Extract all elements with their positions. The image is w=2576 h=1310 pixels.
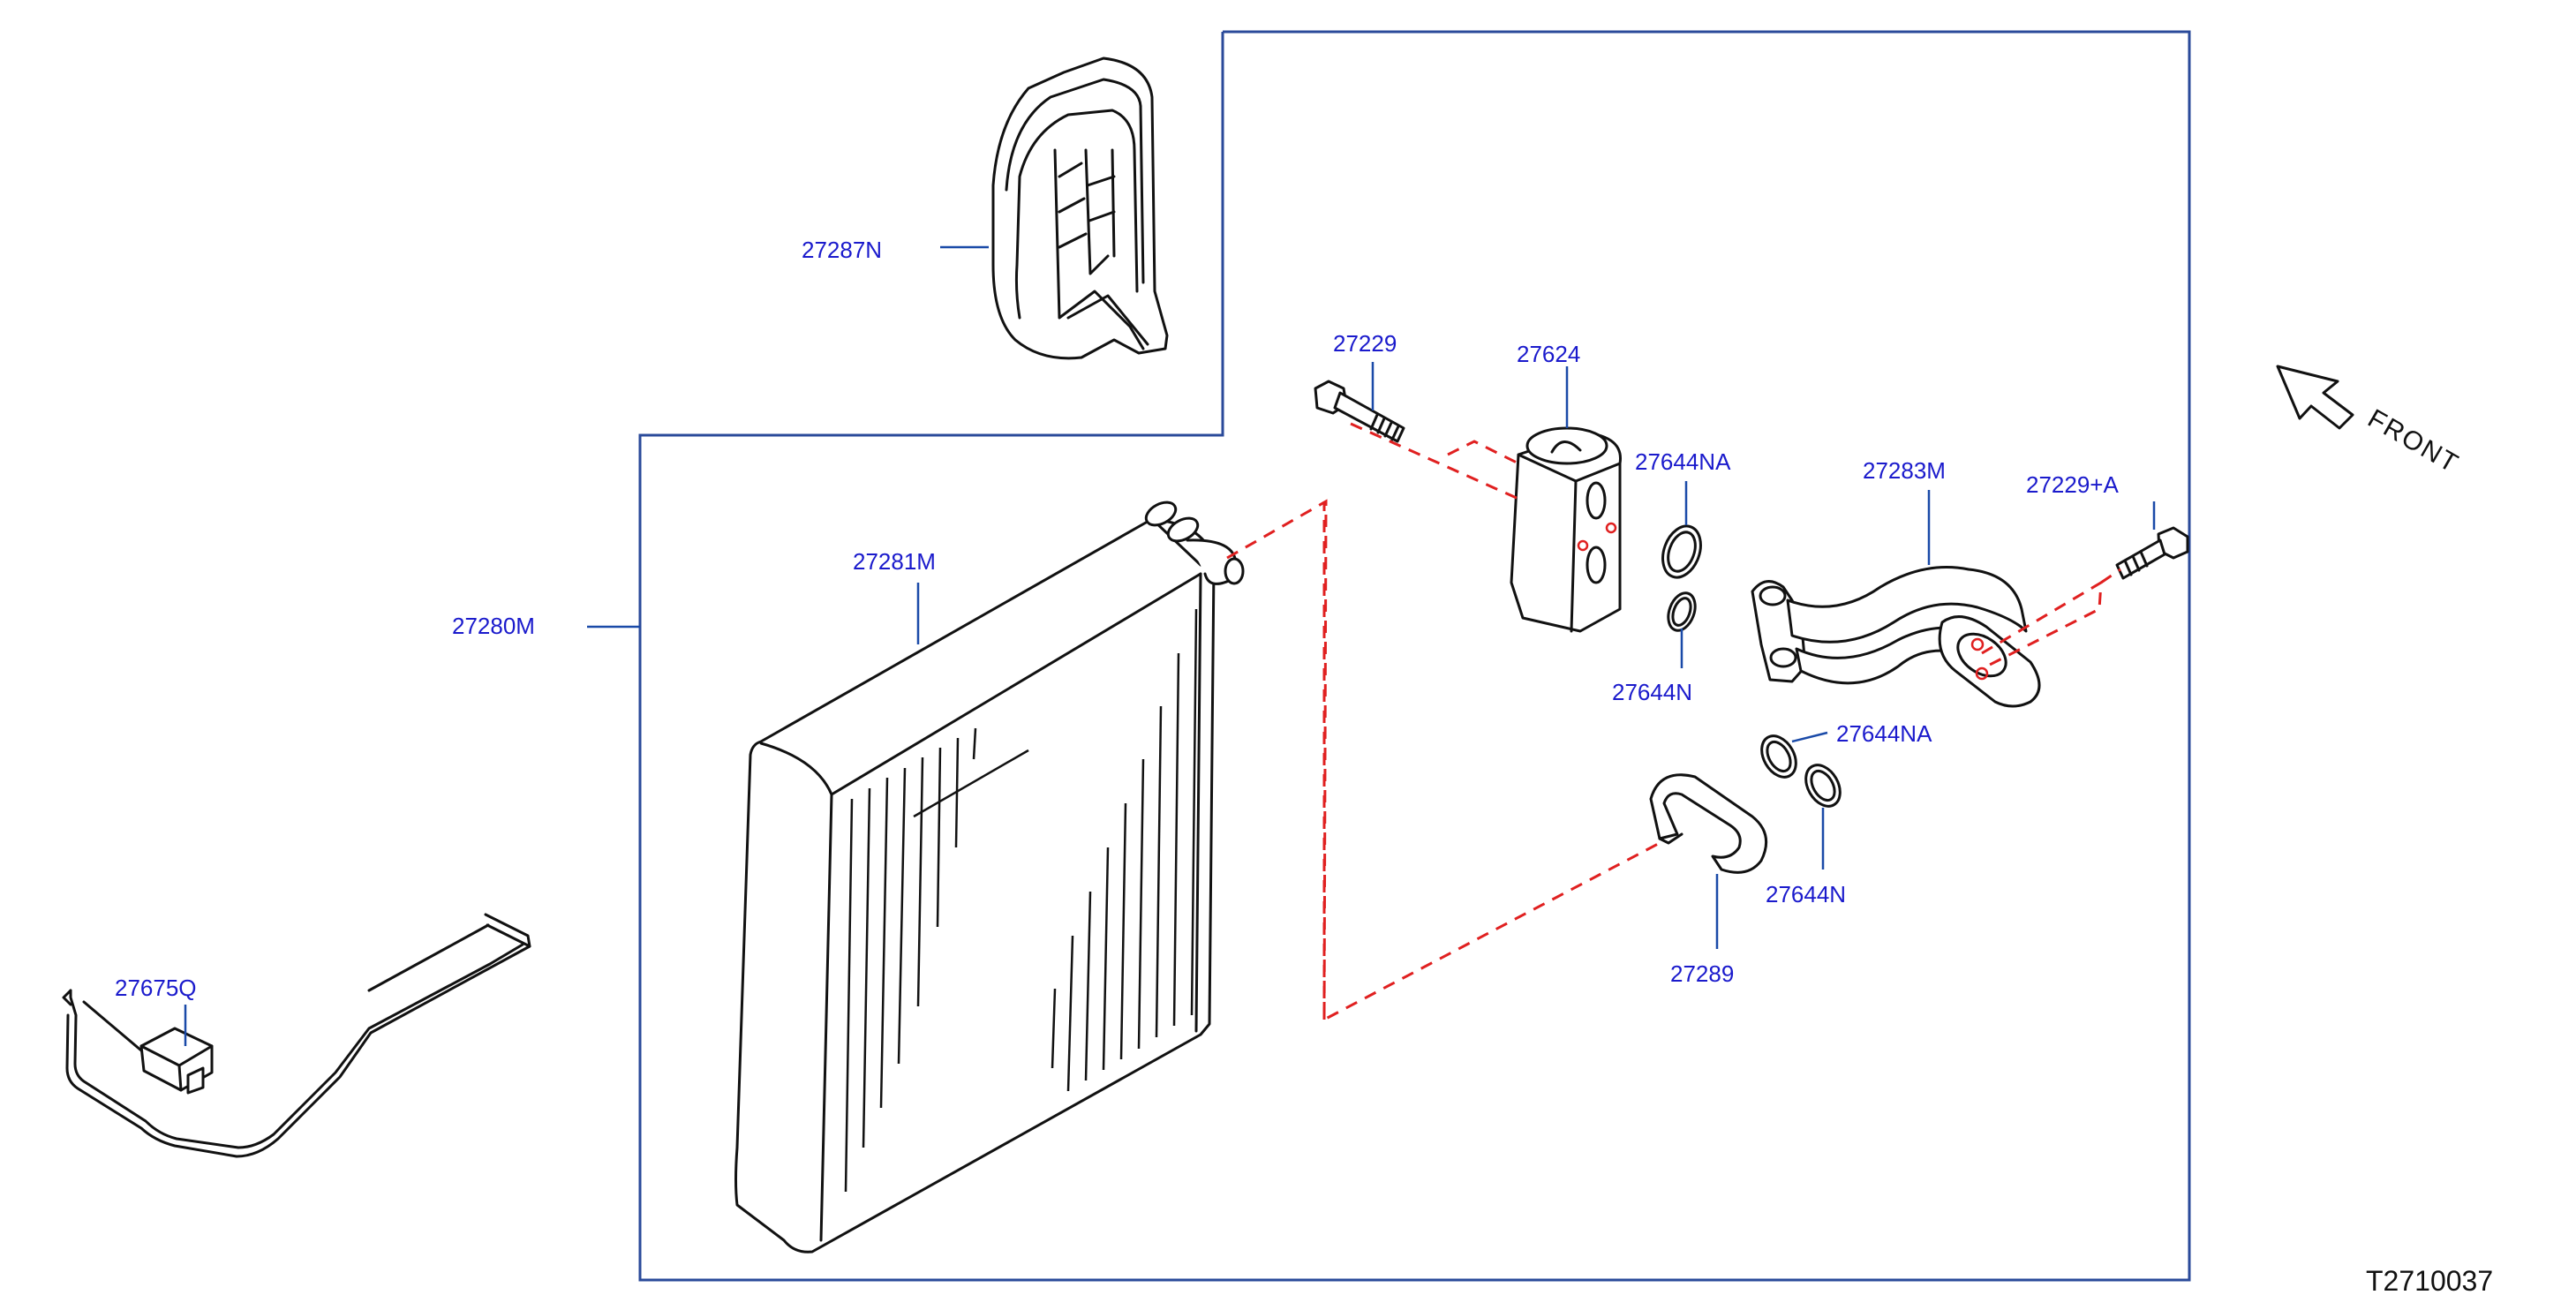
label-27289: 27289 xyxy=(1670,960,1734,987)
harness-27675q xyxy=(62,913,531,1158)
bracket-27287n xyxy=(991,56,1169,360)
leader-27644na-bottom xyxy=(1791,731,1828,743)
front-arrow xyxy=(2276,365,2354,430)
label-27644na-bottom: 27644NA xyxy=(1836,720,1932,747)
expansion-valve-27624 xyxy=(1510,426,1622,633)
label-27280m: 27280M xyxy=(452,613,535,639)
o-ring-27644na-top-inner xyxy=(1667,531,1697,573)
o-ring-27644na-top xyxy=(1661,524,1702,579)
bolt-27229 xyxy=(1314,380,1405,443)
label-27229: 27229 xyxy=(1333,330,1397,357)
o-ring-27644n-top-inner xyxy=(1671,597,1692,627)
label-27283m: 27283M xyxy=(1863,457,1946,484)
pipe-27283m xyxy=(1751,566,2041,708)
clip-27289 xyxy=(1649,773,1768,874)
evaporator-core-27281m xyxy=(734,501,1245,1254)
label-27644na-top: 27644NA xyxy=(1635,448,1731,475)
front-direction-label: FRONT xyxy=(2363,403,2465,478)
label-27675q: 27675Q xyxy=(115,975,197,1001)
label-27287n: 27287N xyxy=(802,237,882,263)
label-27624: 27624 xyxy=(1517,341,1580,367)
label-27229a: 27229+A xyxy=(2026,471,2119,498)
o-ring-27644n-bottom-inner xyxy=(1810,769,1836,802)
assembly-frame xyxy=(638,30,2191,1282)
o-ring-27644n-top xyxy=(1667,591,1697,632)
o-ring-27644n-bottom xyxy=(1804,764,1842,808)
label-27281m: 27281M xyxy=(853,548,936,575)
diagram-reference-code: T2710037 xyxy=(2366,1265,2493,1297)
bolt-27229-a xyxy=(2115,526,2189,580)
label-27644n-top: 27644N xyxy=(1612,679,1692,705)
label-27644n-bottom: 27644N xyxy=(1766,881,1846,907)
dashed-guides xyxy=(1226,422,2121,1022)
o-ring-27644na-bottom-inner xyxy=(1766,740,1792,773)
o-ring-27644na-bottom xyxy=(1760,734,1797,779)
